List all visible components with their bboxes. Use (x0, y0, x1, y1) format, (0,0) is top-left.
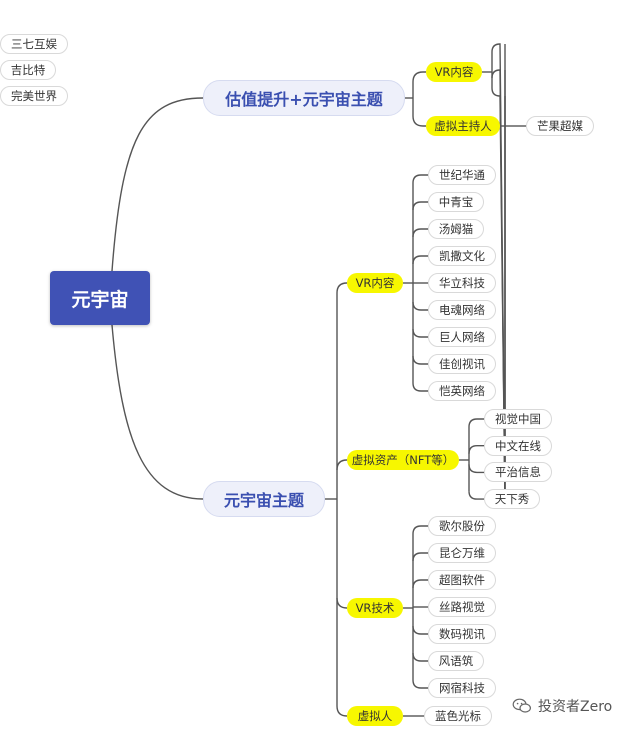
leaf-node-1-2-5[interactable]: 风语筑 (428, 651, 484, 671)
connector-leaf-1-1-3 (468, 491, 484, 500)
connector-leaf-1-2-5 (412, 652, 428, 662)
leaf-node-1-0-1[interactable]: 中青宝 (428, 192, 484, 212)
connector-l2-0-0 (412, 71, 426, 83)
leaf-node-1-0-5[interactable]: 电魂网络 (428, 300, 496, 320)
topic-node-1-3[interactable]: 虚拟人 (347, 706, 403, 726)
connector-l2-1-2 (336, 597, 348, 609)
leaf-node-1-1-0[interactable]: 视觉中国 (484, 409, 552, 429)
connector-root-branch-0 (111, 97, 204, 272)
connector-l2-1-1 (336, 459, 348, 471)
connector-leaf-0-0-0 (491, 43, 506, 506)
connector-leaf-0-0-1 (491, 69, 506, 506)
leaf-node-1-2-0[interactable]: 歌尔股份 (428, 516, 496, 536)
watermark-text: 投资者Zero (538, 699, 613, 715)
connector-l2-1-0 (336, 282, 348, 294)
connector-leaf-1-2-4 (412, 625, 428, 635)
root-node[interactable]: 元宇宙 (50, 271, 150, 325)
leaf-node-1-0-7[interactable]: 佳创视讯 (428, 354, 496, 374)
connector-root-branch-1 (111, 324, 204, 500)
leaf-node-1-2-3[interactable]: 丝路视觉 (428, 597, 496, 617)
leaf-node-1-2-4[interactable]: 数码视讯 (428, 624, 496, 644)
topic-node-1-1[interactable]: 虚拟资产（NFT等） (347, 450, 459, 470)
topic-node-1-2[interactable]: VR技术 (347, 598, 403, 618)
connector-leaf-1-1-1 (468, 445, 484, 454)
leaf-node-1-0-0[interactable]: 世纪华通 (428, 165, 496, 185)
connector-leaf-1-0-6 (412, 328, 428, 338)
leaf-node-1-0-3[interactable]: 凯撒文化 (428, 246, 496, 266)
leaf-node-1-2-1[interactable]: 昆仑万维 (428, 543, 496, 563)
connector-leaf-1-0-7 (412, 355, 428, 365)
leaf-node-1-1-3[interactable]: 天下秀 (484, 489, 540, 510)
connector-leaf-1-0-5 (412, 301, 428, 311)
wechat-icon (512, 698, 531, 713)
topic-node-0-1[interactable]: 虚拟主持人 (426, 116, 500, 136)
connector-leaf-1-2-0 (412, 525, 428, 535)
leaf-node-0-1-0[interactable]: 芒果超媒 (526, 116, 594, 136)
connector-leaf-0-0-2 (491, 87, 506, 506)
branch-node-0[interactable]: 估值提升+元宇宙主题 (203, 80, 405, 116)
leaf-node-1-1-2[interactable]: 平治信息 (484, 462, 552, 483)
connector-leaf-1-2-1 (412, 552, 428, 562)
leaf-node-1-2-6[interactable]: 网宿科技 (428, 678, 496, 698)
branch-node-1[interactable]: 元宇宙主题 (203, 481, 325, 517)
connector-leaf-1-2-6 (412, 679, 428, 689)
leaf-node-1-3-0[interactable]: 蓝色光标 (424, 706, 492, 726)
topic-node-0-0[interactable]: VR内容 (426, 62, 482, 82)
leaf-node-1-1-1[interactable]: 中文在线 (484, 435, 552, 456)
leaf-node-1-0-4[interactable]: 华立科技 (428, 273, 496, 293)
watermark: 投资者Zero (512, 696, 612, 716)
leaf-node-1-0-2[interactable]: 汤姆猫 (428, 219, 484, 239)
connector-leaf-1-2-2 (412, 579, 428, 589)
leaf-node-0-0-2[interactable]: 完美世界 (0, 86, 68, 106)
connector-leaf-1-1-0 (468, 418, 484, 428)
connector-leaf-1-0-1 (412, 201, 428, 211)
topic-node-1-0[interactable]: VR内容 (347, 273, 403, 293)
connector-leaf-1-0-2 (412, 228, 428, 238)
leaf-node-1-2-2[interactable]: 超图软件 (428, 570, 496, 590)
connector-leaf-1-0-0 (412, 174, 428, 184)
leaf-node-1-0-6[interactable]: 巨人网络 (428, 327, 496, 347)
leaf-node-1-0-8[interactable]: 恺英网络 (428, 381, 496, 401)
connector-l2-1-3 (336, 705, 348, 717)
leaf-node-0-0-0[interactable]: 三七互娱 (0, 34, 68, 54)
connector-leaf-1-1-2 (468, 464, 484, 474)
connector-l2-0-1 (412, 115, 426, 127)
connector-leaf-1-0-8 (412, 382, 428, 392)
leaf-node-0-0-1[interactable]: 吉比特 (0, 60, 56, 80)
connector-leaf-1-0-3 (412, 255, 428, 265)
